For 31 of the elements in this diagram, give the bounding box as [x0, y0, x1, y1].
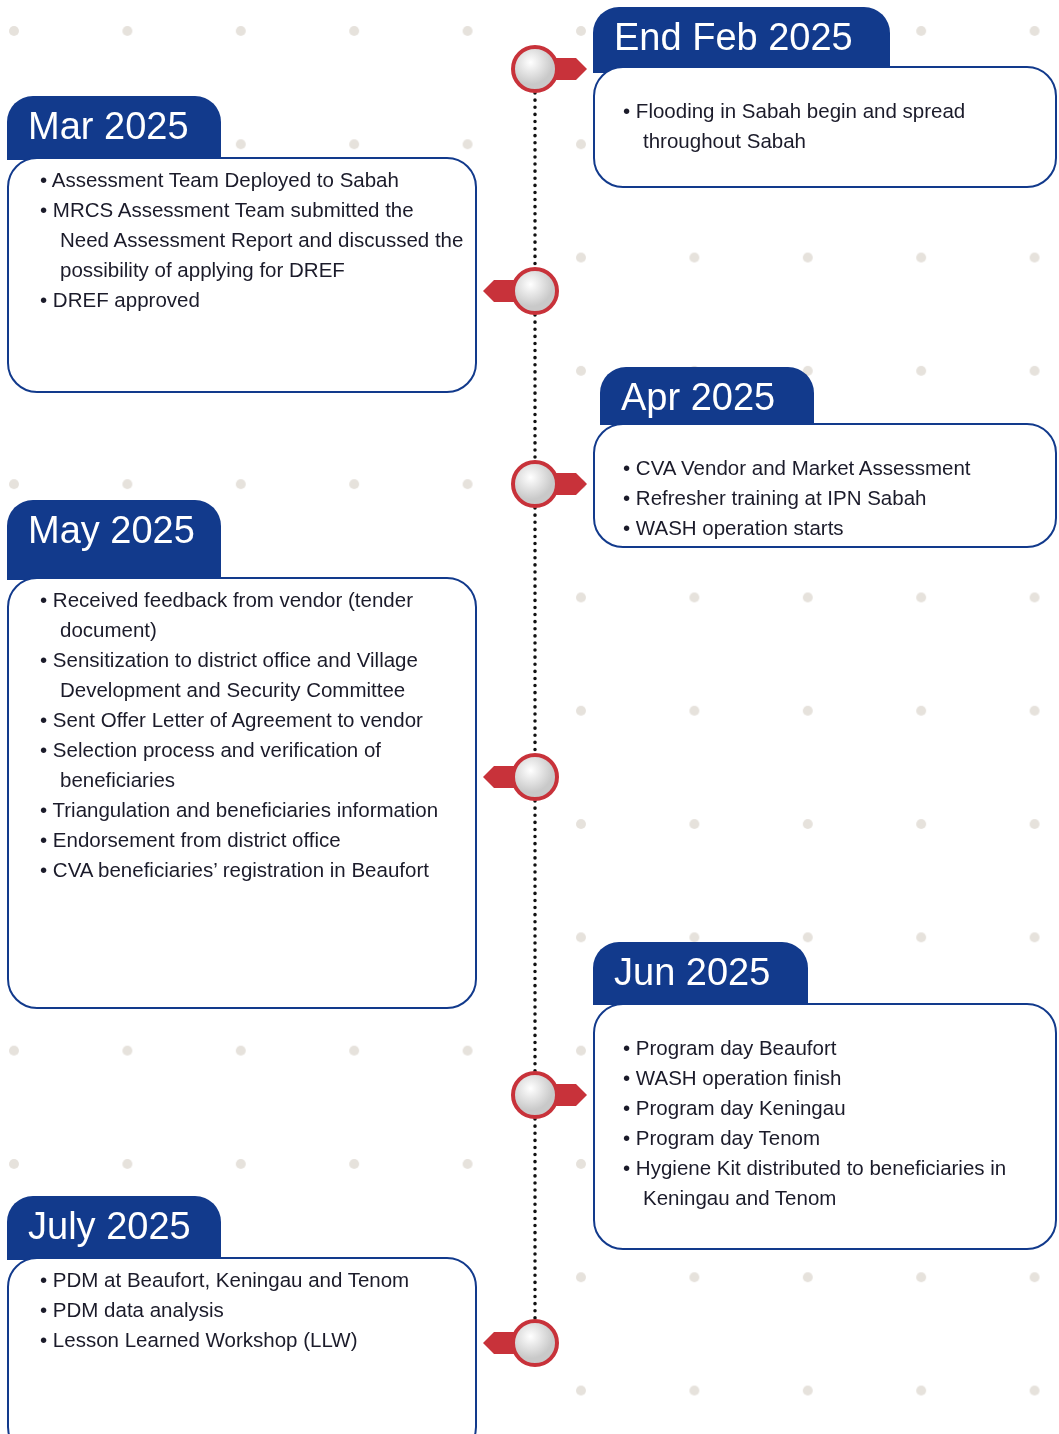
date-tab: End Feb 2025 — [593, 7, 890, 73]
bullet-item: • Triangulation and beneficiaries information — [40, 797, 440, 823]
bullet-item: • Lesson Learned Workshop (LLW) — [40, 1327, 359, 1353]
bullet-item: • Program day Keningau — [623, 1095, 847, 1121]
bullet-item: • WASH operation finish — [623, 1065, 843, 1091]
bullet-item: • Flooding in Sabah begin and spread throughout Sabah — [623, 98, 967, 154]
bullet-item: • PDM data analysis — [40, 1297, 225, 1323]
bullet-item: • CVA Vendor and Market Assessment — [623, 455, 972, 481]
dotted-connector — [533, 313, 537, 462]
bullet-item: • CVA beneficiaries’ registration in Beaufort — [40, 857, 430, 883]
date-tab: Apr 2025 — [600, 367, 814, 425]
dotted-connector — [533, 799, 537, 1073]
bullet-item: • PDM at Beaufort, Keningau and Tenom — [40, 1267, 411, 1293]
bullet-item: • WASH operation starts — [623, 515, 845, 541]
bullet-item: • Program day Tenom — [623, 1125, 822, 1151]
bullet-item: • DREF approved — [40, 287, 201, 313]
date-tab: July 2025 — [7, 1196, 221, 1260]
bullet-item: • MRCS Assessment Team submitted the Need Assessment Report and discussed the possibility of applying for DREF — [40, 197, 465, 283]
bullet-item: • Refresher training at IPN Sabah — [623, 485, 928, 511]
bullet-item: • Hygiene Kit distributed to beneficiaries in Keningau and Tenom — [623, 1155, 1008, 1211]
date-tab: Mar 2025 — [7, 96, 221, 160]
date-tab: May 2025 — [7, 500, 221, 580]
bullet-item: • Sent Offer Letter of Agreement to vendor — [40, 707, 424, 733]
date-tab: Jun 2025 — [593, 942, 808, 1005]
bullet-item: • Program day Beaufort — [623, 1035, 838, 1061]
bullet-item: • Sensitization to district office and Village Development and Security Committee — [40, 647, 419, 703]
bullet-item: • Endorsement from district office — [40, 827, 342, 853]
dotted-connector — [533, 1117, 537, 1321]
bullet-item: • Received feedback from vendor (tender document) — [40, 587, 414, 643]
bullet-item: • Selection process and verification of beneficiaries — [40, 737, 383, 793]
bullet-item: • Assessment Team Deployed to Sabah — [40, 167, 400, 193]
